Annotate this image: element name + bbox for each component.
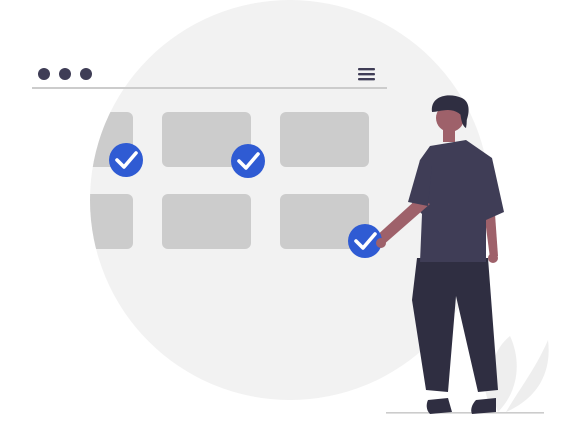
person-arm	[484, 212, 498, 258]
window-dot-icon	[80, 68, 92, 80]
card-placeholder[interactable]	[162, 112, 251, 167]
hamburger-menu-icon[interactable]	[358, 68, 375, 81]
ground-line	[386, 412, 544, 414]
person-shoe	[426, 398, 452, 414]
window-dot-icon	[59, 68, 71, 80]
card-placeholder[interactable]	[280, 194, 369, 249]
check-circle-icon[interactable]	[231, 144, 265, 178]
window-dot-icon	[38, 68, 50, 80]
person-hair	[431, 95, 469, 122]
person-hand	[376, 238, 386, 248]
card-placeholder[interactable]	[44, 194, 133, 249]
check-circle-icon[interactable]	[348, 224, 382, 258]
card-placeholder[interactable]	[280, 112, 369, 167]
card-placeholder[interactable]	[162, 194, 251, 249]
person-figure	[374, 95, 504, 414]
check-circle-icon[interactable]	[109, 143, 143, 177]
person-hand	[488, 253, 498, 263]
person-hair	[460, 104, 467, 128]
person-shoe	[471, 398, 496, 414]
person-arm	[374, 198, 430, 246]
window-controls	[38, 68, 92, 80]
person-shirt	[412, 140, 504, 262]
person-sleeve	[408, 160, 432, 206]
person-pants	[412, 258, 498, 392]
card-grid	[44, 112, 369, 249]
header-divider	[32, 87, 387, 89]
